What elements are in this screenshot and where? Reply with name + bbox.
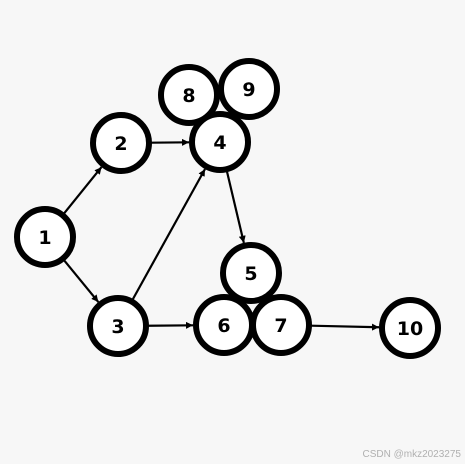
node-label-10: 10 <box>397 318 423 340</box>
node-9: 9 <box>218 58 280 120</box>
node-circle-9 <box>218 58 280 120</box>
node-circle-5 <box>220 242 282 304</box>
node-label-7: 7 <box>274 315 287 337</box>
node-circle-8 <box>158 64 220 126</box>
node-1: 1 <box>14 206 76 268</box>
node-label-8: 8 <box>182 85 195 107</box>
node-label-5: 5 <box>244 263 257 285</box>
edge-7-to-10 <box>310 323 380 331</box>
node-circle-7 <box>250 294 312 356</box>
edge-3-to-4 <box>131 168 206 301</box>
node-label-1: 1 <box>38 227 51 249</box>
node-10: 10 <box>379 297 441 359</box>
node-circle-2 <box>90 112 152 174</box>
node-circle-1 <box>14 206 76 268</box>
node-6: 6 <box>193 294 255 356</box>
edge-1-to-2 <box>63 166 103 215</box>
node-3: 3 <box>87 295 149 357</box>
node-5: 5 <box>220 242 282 304</box>
node-2: 2 <box>90 112 152 174</box>
node-label-2: 2 <box>114 133 127 155</box>
node-label-4: 4 <box>213 132 226 154</box>
node-4: 4 <box>189 111 251 173</box>
node-label-3: 3 <box>111 316 124 338</box>
node-circle-10 <box>379 297 441 359</box>
node-8: 8 <box>158 64 220 126</box>
node-circle-3 <box>87 295 149 357</box>
watermark-text: CSDN @mkz2023275 <box>362 449 461 460</box>
node-7: 7 <box>250 294 312 356</box>
edges-layer <box>63 138 380 331</box>
node-label-6: 6 <box>217 315 230 337</box>
node-label-9: 9 <box>242 79 255 101</box>
edge-1-to-3 <box>63 259 100 303</box>
edge-4-to-5 <box>225 170 246 244</box>
nodes-layer: 8 9 4 2 1 3 5 6 7 10 <box>14 58 441 359</box>
node-circle-4 <box>189 111 251 173</box>
